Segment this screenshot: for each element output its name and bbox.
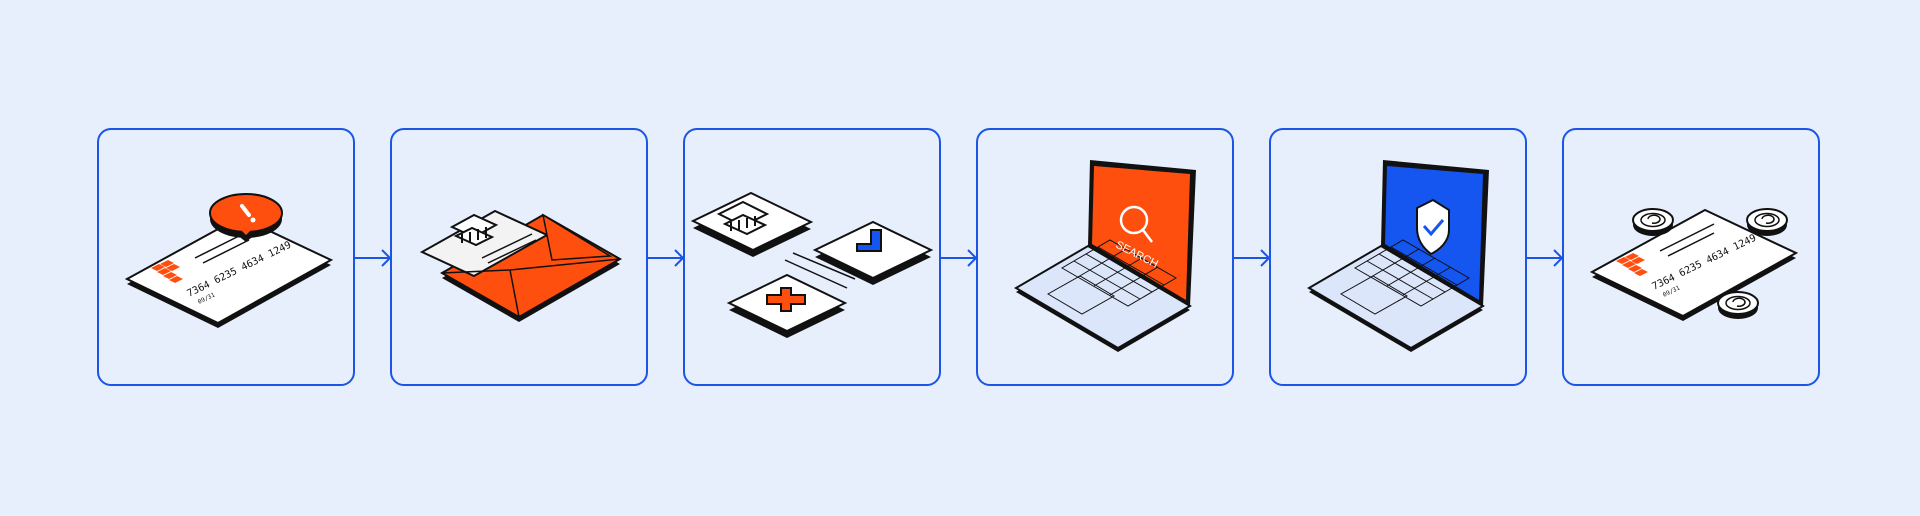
step-laptop-search: SEARCH	[976, 128, 1234, 386]
arrow-right-icon	[648, 249, 685, 267]
bank-icon	[716, 200, 770, 236]
tile-bank-icon	[690, 191, 814, 257]
envelope-flap-icon	[441, 213, 621, 318]
refresh-coin-icon	[1632, 208, 1674, 236]
arrow-right-icon	[1527, 249, 1564, 267]
keyboard-icon	[1061, 239, 1177, 307]
credit-card-icon: 7364 6235 4634 1249 09/31	[124, 215, 334, 328]
refresh-coin-icon	[1717, 291, 1759, 319]
arrow-right-icon	[1234, 249, 1271, 267]
step-laptop-secure	[1269, 128, 1527, 386]
checkmark-icon	[856, 229, 882, 252]
step-card-alert: 7364 6235 4634 1249 09/31	[97, 128, 355, 386]
credit-card-icon: 7364 6235 4634 1249 09/31	[1589, 208, 1799, 321]
tile-checkmark-icon	[812, 220, 934, 285]
refresh-coin-icon	[1746, 208, 1788, 236]
keyboard-icon	[1354, 239, 1470, 307]
step-card-refund: 7364 6235 4634 1249 09/31	[1562, 128, 1820, 386]
tile-plus-icon	[726, 273, 848, 338]
exclamation-badge-icon	[209, 193, 283, 242]
plus-icon	[766, 287, 806, 312]
shield-check-icon	[1416, 198, 1450, 256]
step-decision	[683, 128, 941, 386]
step-bank-letter	[390, 128, 648, 386]
laptop-icon	[1307, 160, 1489, 352]
magnifier-icon	[1119, 205, 1153, 243]
bank-icon	[449, 213, 499, 247]
arrow-right-icon	[355, 249, 392, 267]
arrow-right-icon	[941, 249, 978, 267]
laptop-icon	[1014, 160, 1196, 352]
